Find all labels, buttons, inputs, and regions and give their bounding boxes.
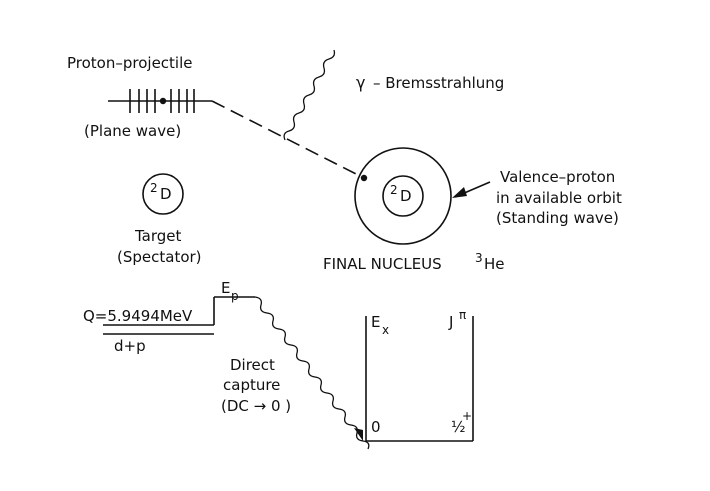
- valence-label-line3: (Standing wave): [496, 209, 619, 227]
- final-core-nucleus: [382, 175, 424, 217]
- bremsstrahlung-label: – Bremsstrahlung: [373, 74, 504, 92]
- plane-wave-label: (Plane wave): [84, 122, 181, 140]
- dc-arrow-label: (DC → 0 ): [221, 397, 291, 415]
- entrance-channel-level: [103, 296, 255, 335]
- plane-wave-projectile: [108, 89, 212, 113]
- valence-label-line2: in available orbit: [496, 189, 622, 207]
- projectile-trajectory: [211, 100, 365, 179]
- direct-label: Direct: [230, 356, 275, 374]
- ex-subscript: x: [382, 323, 389, 337]
- arrowhead-icon: [452, 187, 467, 198]
- channel-label: d+p: [114, 337, 146, 355]
- capture-point: [360, 174, 368, 182]
- target-label: Target: [134, 227, 182, 245]
- q-value-label: Q=5.9494MeV: [83, 307, 193, 325]
- final-level-scheme: [365, 316, 474, 442]
- final-core-label: D: [400, 187, 412, 205]
- capture-arrowhead-icon: [354, 428, 363, 441]
- jpi-superscript: π: [459, 308, 466, 322]
- final-nucleus-mass-number: 3: [475, 251, 483, 265]
- ground-state-parity: +: [462, 409, 472, 423]
- ep-label: E: [221, 279, 230, 297]
- target-mass-number: 2: [150, 181, 158, 195]
- ex-label: E: [371, 313, 380, 331]
- target-nucleus: [142, 173, 184, 215]
- target-core-label: D: [160, 185, 172, 203]
- ground-state-spin: ½: [451, 418, 466, 436]
- spectator-label: (Spectator): [117, 248, 202, 266]
- final-nucleus-label: FINAL NUCLEUS: [323, 255, 442, 273]
- gamma-symbol: γ: [356, 73, 365, 92]
- final-nucleus-element: He: [484, 255, 505, 273]
- projectile-label: Proton–projectile: [67, 54, 193, 72]
- gamma-photon-wave: [283, 49, 336, 141]
- direct-capture-wave: [254, 296, 370, 450]
- valence-label-line1: Valence–proton: [500, 168, 615, 186]
- ground-state-energy: 0: [371, 418, 381, 436]
- capture-label: capture: [223, 376, 280, 394]
- jpi-label: J: [448, 313, 453, 331]
- ep-subscript: p: [231, 289, 239, 303]
- final-core-mass-number: 2: [390, 183, 398, 197]
- valence-orbit: [354, 147, 452, 245]
